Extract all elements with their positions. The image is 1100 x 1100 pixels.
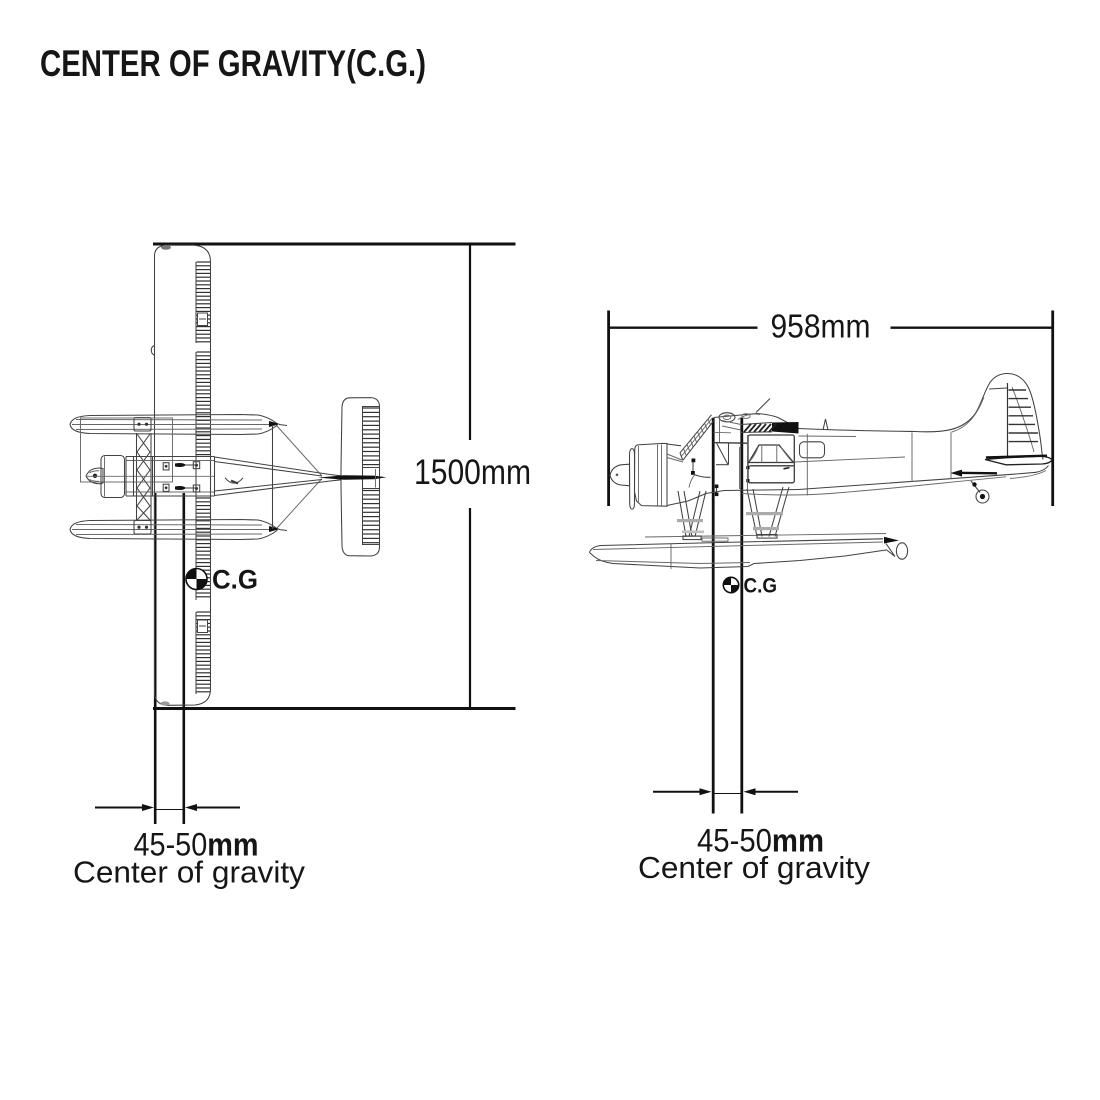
svg-text:C.G: C.G (212, 565, 258, 595)
svg-text:Center of gravity: Center of gravity (638, 850, 871, 885)
svg-text:Center of gravity: Center of gravity (73, 854, 306, 889)
svg-text:45-50mm: 45-50mm (697, 823, 824, 859)
svg-text:CENTER OF GRAVITY(C.G.): CENTER OF GRAVITY(C.G.) (40, 43, 426, 84)
svg-text:958mm: 958mm (771, 308, 871, 345)
svg-text:45-50mm: 45-50mm (134, 827, 259, 863)
svg-text:1500mm: 1500mm (414, 453, 531, 492)
svg-text:C.G: C.G (744, 575, 778, 598)
